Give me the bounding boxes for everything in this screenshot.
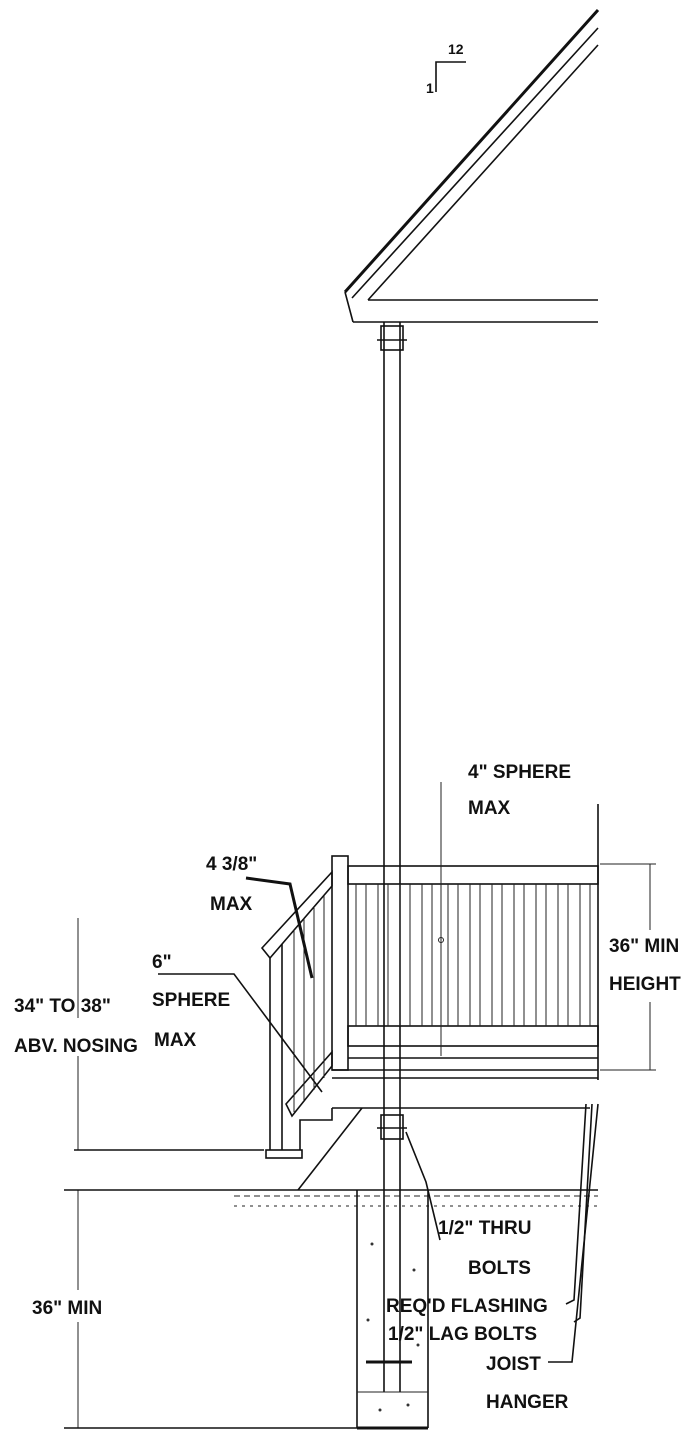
guard-rail [332, 782, 599, 1109]
label-rail-height: 34" TO 38" [14, 996, 111, 1017]
slope-run: 12 [448, 41, 464, 57]
balusters [355, 884, 591, 1026]
label-thru-bolts: 1/2" THRU [438, 1218, 531, 1239]
label-6in-sphere: SPHERE [152, 990, 230, 1011]
label-abv-nosing: ABV. NOSING [14, 1036, 138, 1057]
label-4in-sphere: 4" SPHERE [468, 762, 571, 783]
label-6in: 6" [152, 952, 172, 973]
label-gap: 4 3/8" [206, 854, 257, 875]
label-gap-max: MAX [210, 894, 253, 915]
label-bolts: BOLTS [468, 1258, 531, 1279]
label-hanger: HANGER [486, 1392, 569, 1413]
slope-rise: 1 [426, 80, 434, 96]
dimension-lines [64, 863, 656, 1429]
label-lag-bolts: 1/2" LAG BOLTS [388, 1324, 537, 1345]
label-36-min: 36" MIN [609, 936, 679, 957]
label-36-height: HEIGHT [609, 974, 681, 995]
post [377, 322, 407, 1392]
roof [343, 8, 600, 323]
grade-and-footing [234, 1189, 598, 1430]
slope-indicator: 1 12 [426, 41, 466, 96]
leader-lines [158, 876, 599, 1363]
label-4in-sphere-max: MAX [468, 798, 511, 819]
stair-rail [260, 855, 363, 1191]
label-joist: JOIST [486, 1354, 541, 1375]
label-6in-max: MAX [154, 1030, 197, 1051]
label-footing-depth: 36" MIN [32, 1298, 102, 1319]
label-flashing: REQ'D FLASHING [386, 1296, 548, 1317]
